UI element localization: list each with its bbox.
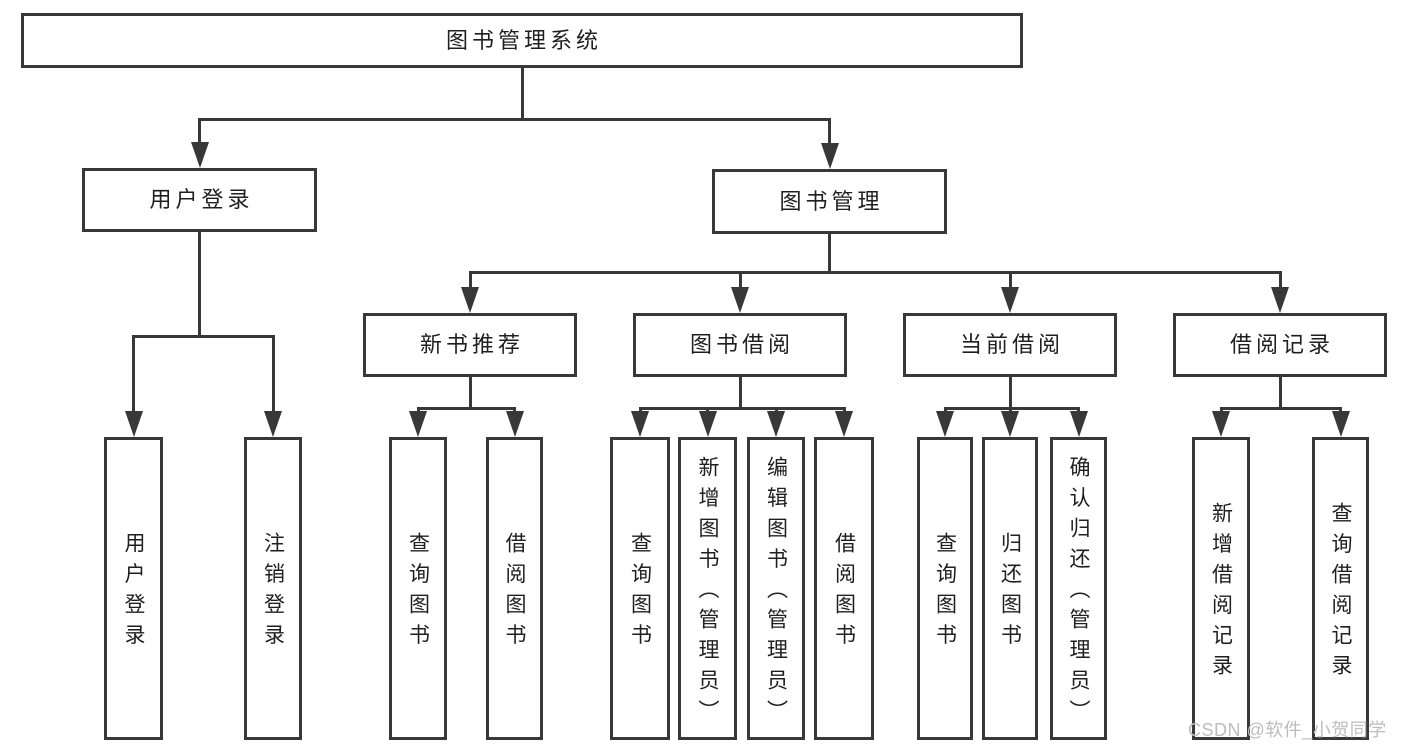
node-label-user-login: 用户登录	[149, 187, 254, 212]
node-book-mgmt: 图书管理	[712, 169, 947, 234]
arrow-down-icon-borrow-records	[1271, 287, 1289, 313]
arrow-down-icon-v-add-borrow-record	[1212, 411, 1230, 437]
connector-branch-borrow-records	[1278, 272, 1282, 293]
node-label-v-borrow-books-borrow: 借阅图书	[832, 532, 856, 655]
node-label-v-add-borrow-record: 新增借阅记录	[1209, 501, 1233, 685]
connector-branch-book-borrow	[738, 272, 742, 293]
node-label-book-mgmt: 图书管理	[779, 188, 884, 214]
arrow-down-icon-v-query-books-current	[936, 411, 954, 437]
arrow-down-icon-book-mgmt	[820, 143, 839, 169]
node-v-edit-books: 编辑图书（管理员）	[747, 437, 805, 740]
node-v-borrow-books-new: 借阅图书	[486, 437, 543, 740]
node-label-v-user-login: 用户登录	[122, 532, 145, 655]
arrow-down-icon-v-borrow-books-new	[505, 411, 524, 437]
connector-bus-system	[198, 117, 831, 121]
connector-stem-new-books	[468, 377, 472, 410]
node-label-v-query-books-borrow: 查询图书	[628, 532, 652, 655]
node-v-add-borrow-record: 新增借阅记录	[1192, 437, 1250, 740]
node-v-user-login: 用户登录	[104, 437, 163, 740]
connector-stem-book-mgmt	[828, 234, 831, 274]
node-label-v-confirm-return: 确认归还（管理员）	[1067, 456, 1090, 731]
node-current-borrow: 当前借阅	[903, 313, 1117, 377]
node-system: 图书管理系统	[21, 13, 1023, 68]
connector-branch-current-borrow	[1008, 272, 1012, 293]
node-label-v-borrow-books-new: 借阅图书	[503, 532, 526, 655]
arrow-down-icon-v-confirm-return	[1069, 411, 1088, 437]
node-label-v-query-borrow-record: 查询借阅记录	[1329, 501, 1352, 685]
arrow-down-icon-current-borrow	[1001, 287, 1019, 313]
node-v-confirm-return: 确认归还（管理员）	[1050, 437, 1107, 740]
node-label-v-return-books: 归还图书	[998, 532, 1022, 655]
arrow-down-icon-new-books	[461, 287, 479, 313]
arrow-down-icon-v-user-login	[124, 411, 143, 437]
arrow-down-icon-v-add-books	[698, 411, 717, 437]
arrow-down-icon-v-query-books-new	[409, 411, 427, 437]
node-v-add-books: 新增图书（管理员）	[678, 437, 737, 740]
connector-branch-new-books	[468, 272, 472, 293]
node-label-borrow-records: 借阅记录	[1229, 332, 1334, 357]
node-v-return-books: 归还图书	[982, 437, 1038, 740]
connector-bus-current-borrow	[943, 406, 1080, 410]
node-v-query-books-borrow: 查询图书	[610, 437, 670, 740]
connector-bus-borrow-records	[1219, 406, 1342, 410]
connector-branch-book-mgmt	[828, 119, 831, 149]
connector-bus-book-mgmt	[468, 270, 1282, 274]
arrow-down-icon-v-edit-books	[767, 411, 785, 437]
node-label-v-add-books: 新增图书（管理员）	[696, 456, 719, 731]
node-label-new-books: 新书推荐	[419, 332, 524, 357]
connector-branch-v-user-login	[132, 336, 135, 417]
arrow-down-icon-book-borrow	[731, 287, 749, 313]
arrow-down-icon-v-logout	[264, 411, 282, 437]
connector-bus-new-books	[416, 406, 516, 410]
connector-stem-system	[520, 68, 524, 121]
connector-stem-current-borrow	[1008, 377, 1012, 410]
node-v-query-books-new: 查询图书	[389, 437, 447, 740]
arrow-down-icon-v-return-books	[1001, 411, 1019, 437]
node-label-current-borrow: 当前借阅	[959, 332, 1064, 357]
connector-stem-user-login	[198, 232, 201, 338]
node-label-book-borrow: 图书借阅	[689, 332, 794, 357]
node-user-login: 用户登录	[82, 168, 317, 232]
node-v-logout: 注销登录	[244, 437, 302, 740]
connector-bus-book-borrow	[638, 406, 846, 410]
connector-stem-book-borrow	[738, 377, 742, 410]
connector-branch-user-login	[198, 119, 201, 148]
node-new-books: 新书推荐	[363, 313, 577, 377]
csdn-watermark: CSDN @软件_小贺同学	[1188, 720, 1387, 740]
node-label-v-logout: 注销登录	[261, 532, 285, 655]
node-label-v-edit-books: 编辑图书（管理员）	[764, 456, 788, 731]
arrow-down-icon-v-query-books-borrow	[631, 411, 649, 437]
node-label-v-query-books-current: 查询图书	[933, 532, 957, 655]
arrow-down-icon-v-borrow-books-borrow	[835, 411, 853, 437]
connector-bus-user-login	[132, 334, 275, 338]
node-label-v-query-books-new: 查询图书	[406, 532, 430, 655]
node-book-borrow: 图书借阅	[633, 313, 847, 377]
arrow-down-icon-v-query-borrow-record	[1331, 411, 1350, 437]
node-v-query-borrow-record: 查询借阅记录	[1312, 437, 1369, 740]
arrow-down-icon-user-login	[190, 142, 209, 168]
node-v-borrow-books-borrow: 借阅图书	[814, 437, 874, 740]
node-v-query-books-current: 查询图书	[917, 437, 973, 740]
node-borrow-records: 借阅记录	[1173, 313, 1387, 377]
connector-branch-v-logout	[271, 336, 275, 417]
connector-stem-borrow-records	[1278, 377, 1282, 410]
node-label-system: 图书管理系统	[445, 27, 602, 53]
